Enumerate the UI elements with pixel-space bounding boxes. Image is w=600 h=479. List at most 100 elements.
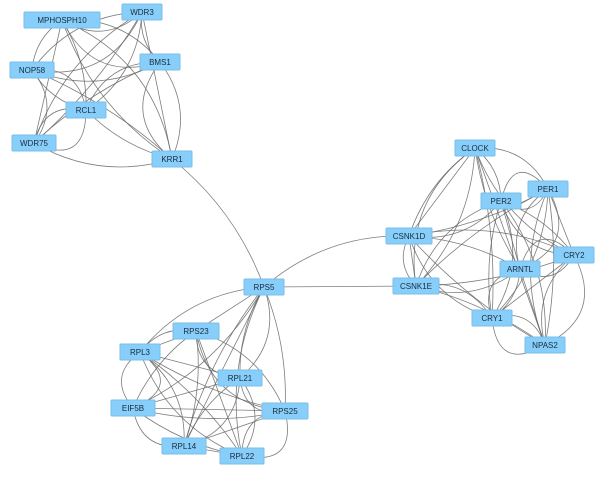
node-label: RPS23 [183, 327, 209, 336]
edge-clock-csnk1d [408, 147, 476, 237]
node-box [499, 260, 541, 278]
node-krr1[interactable]: KRR1 [151, 150, 193, 168]
node-wdr3[interactable]: WDR3 [121, 3, 163, 21]
node-label: NPAS2 [532, 341, 558, 350]
node-eif5b[interactable]: EIF5B [110, 399, 156, 417]
edge-layer [31, 11, 586, 459]
node-box [219, 447, 265, 465]
node-label: WDR75 [20, 139, 49, 148]
edge-per2-cry1 [488, 200, 502, 319]
node-label: CLOCK [461, 144, 489, 153]
edge-mphosph10-wdr75 [33, 19, 63, 144]
node-label: RPS25 [272, 407, 298, 416]
node-label: PER2 [491, 197, 512, 206]
node-box [65, 101, 107, 119]
node-rpl21[interactable]: RPL21 [217, 369, 263, 387]
edge-rps23-rpl14 [183, 330, 199, 447]
node-box [161, 437, 207, 455]
node-box [471, 309, 513, 327]
node-label: RPS5 [254, 283, 275, 292]
node-box [243, 278, 285, 296]
node-label: RPL14 [172, 442, 197, 451]
node-box [454, 139, 496, 157]
node-label: KRR1 [161, 155, 183, 164]
edge-mphosph10-krr1 [61, 19, 173, 160]
edge-cry2-npas2-alt [544, 254, 586, 346]
edge-bms1-krr1-alt [142, 61, 173, 160]
edge-clock-npas2 [474, 147, 546, 346]
node-npas2[interactable]: NPAS2 [524, 336, 566, 354]
node-box [261, 402, 309, 420]
node-label: CSNK1E [400, 282, 432, 291]
node-label: ARNTL [507, 265, 534, 274]
node-rcl1[interactable]: RCL1 [65, 101, 107, 119]
edge-per1-npas2 [544, 188, 554, 346]
edge-rpl3-rpl22 [139, 351, 243, 457]
node-box [524, 336, 566, 354]
node-wdr75[interactable]: WDR75 [11, 134, 57, 152]
node-label: EIF5B [122, 404, 144, 413]
edge-rps5-eif5b [132, 286, 265, 409]
node-rpl22[interactable]: RPL22 [219, 447, 265, 465]
edge-rps5-rpl3 [139, 286, 265, 353]
node-rps5[interactable]: RPS5 [243, 278, 285, 296]
node-rpl14[interactable]: RPL14 [161, 437, 207, 455]
node-label: RPL21 [228, 374, 253, 383]
node-rpl3[interactable]: RPL3 [119, 343, 161, 361]
edge-rpl21-rpl14-alt [183, 377, 241, 447]
edge-clock-csnk1e-alt [413, 147, 476, 287]
node-label: MPHOSPH10 [37, 16, 87, 25]
node-label: CSNK1D [393, 232, 426, 241]
node-label: RPL3 [130, 348, 151, 357]
node-rps25[interactable]: RPS25 [261, 402, 309, 420]
node-csnk1d[interactable]: CSNK1D [385, 227, 433, 245]
node-box [11, 134, 57, 152]
node-label: NOP58 [19, 66, 46, 75]
edge-clock-csnk1e [415, 147, 476, 287]
edge-rpl3-rpl14 [139, 351, 185, 447]
node-label: CRY1 [481, 314, 503, 323]
node-label: CRY2 [563, 251, 585, 260]
edge-rps5-rps25 [263, 286, 286, 412]
bridge-edge-krr1-rps5 [171, 158, 265, 288]
node-box [121, 3, 163, 21]
node-nop58[interactable]: NOP58 [9, 61, 55, 79]
edge-rpl3-rps25 [139, 351, 286, 412]
node-box [119, 343, 161, 361]
node-csnk1e[interactable]: CSNK1E [392, 277, 440, 295]
node-clock[interactable]: CLOCK [454, 139, 496, 157]
node-box [553, 246, 595, 264]
edge-nop58-wdr75 [31, 69, 48, 144]
node-box [527, 180, 569, 198]
node-box [110, 399, 156, 417]
edge-csnk1d-npas2 [408, 235, 546, 346]
node-label: WDR3 [130, 8, 154, 17]
node-box [23, 11, 101, 29]
node-bms1[interactable]: BMS1 [139, 53, 181, 71]
node-box [151, 150, 193, 168]
edge-cry2-npas2 [541, 254, 575, 346]
node-box [9, 61, 55, 79]
edge-clock-cry1 [474, 147, 494, 319]
node-label: PER1 [538, 185, 559, 194]
edge-per1-csnk1e [415, 188, 549, 287]
edge-rps23-rpl22 [195, 330, 243, 457]
node-cry2[interactable]: CRY2 [553, 246, 595, 264]
node-mphosph10[interactable]: MPHOSPH10 [23, 11, 101, 29]
node-box [385, 227, 433, 245]
node-box [217, 369, 263, 387]
node-rps23[interactable]: RPS23 [172, 322, 220, 340]
edge-wdr3-krr1 [141, 11, 173, 160]
edge-mphosph10-krr1-alt [61, 19, 173, 160]
node-label: RCL1 [76, 106, 97, 115]
node-arntl[interactable]: ARNTL [499, 260, 541, 278]
node-per1[interactable]: PER1 [527, 180, 569, 198]
node-box [480, 192, 522, 210]
node-per2[interactable]: PER2 [480, 192, 522, 210]
node-cry1[interactable]: CRY1 [471, 309, 513, 327]
node-box [392, 277, 440, 295]
node-label: BMS1 [149, 58, 171, 67]
node-box [172, 322, 220, 340]
